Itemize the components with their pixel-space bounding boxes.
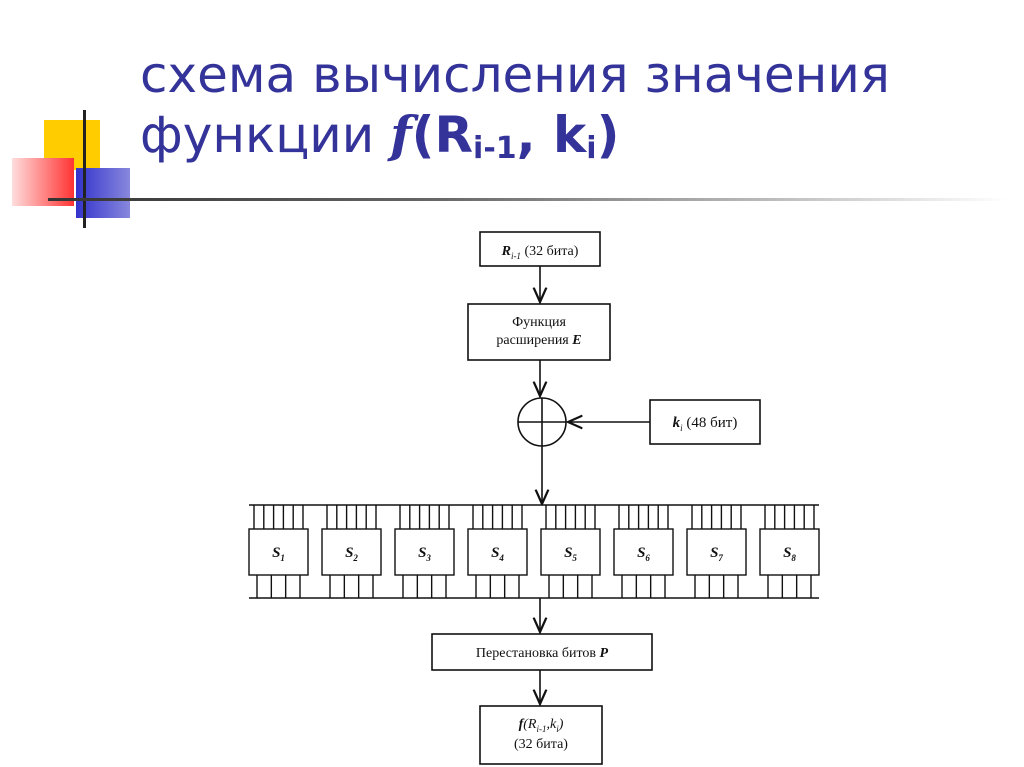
sbox-8 [759,528,820,576]
title-line-1: схема вычисления значения [140,46,890,104]
sbox-label-2: S2 [345,545,358,563]
expansion-label-line1: Функция [512,315,566,330]
title-prefix: функции [140,106,391,164]
expansion-box [467,303,611,361]
title-sub-1: i-1 [473,131,517,166]
output-label-line1: f(Ri-1,ki) [519,717,564,734]
sbox-label-5: S5 [564,545,577,563]
permutation-label: Перестановка битов P [476,646,609,661]
title-function-symbol: f [390,105,412,164]
sbox-label-3: S3 [418,545,431,563]
sbox-label-1: S1 [272,545,285,563]
input-label: Ri-1 (32 бита) [501,244,579,261]
slide-title: схема вычисления значения функции f(Ri-1… [140,45,1000,179]
sbox-3 [394,528,455,576]
sbox-6 [613,528,674,576]
expansion-label-line2: расширения E [496,333,581,348]
decor-horizontal-line [48,198,1008,201]
title-open: (R [411,106,474,164]
key-label: ki (48 бит) [673,415,738,433]
output-label-line2: (32 бита) [514,737,568,752]
sbox-1 [248,528,309,576]
title-comma: , k [516,106,587,164]
sbox-label-4: S4 [491,545,504,563]
sbox-label-6: S6 [637,545,650,563]
title-line-2: функции f(Ri-1, ki) [140,105,1000,179]
sbox-5 [540,528,601,576]
title-close: ) [596,106,620,164]
title-sub-2: i [586,131,597,166]
sbox-4 [467,528,528,576]
permutation-box [431,633,653,671]
sbox-label-7: S7 [710,545,723,563]
sbox-7 [686,528,747,576]
sbox-row: S1 S2 S3 S4 S5 S6 S7 S8 [248,504,820,599]
sbox-label-8: S8 [783,545,796,563]
output-box [479,705,603,765]
decor-vertical-line [83,110,86,228]
sbox-2 [321,528,382,576]
